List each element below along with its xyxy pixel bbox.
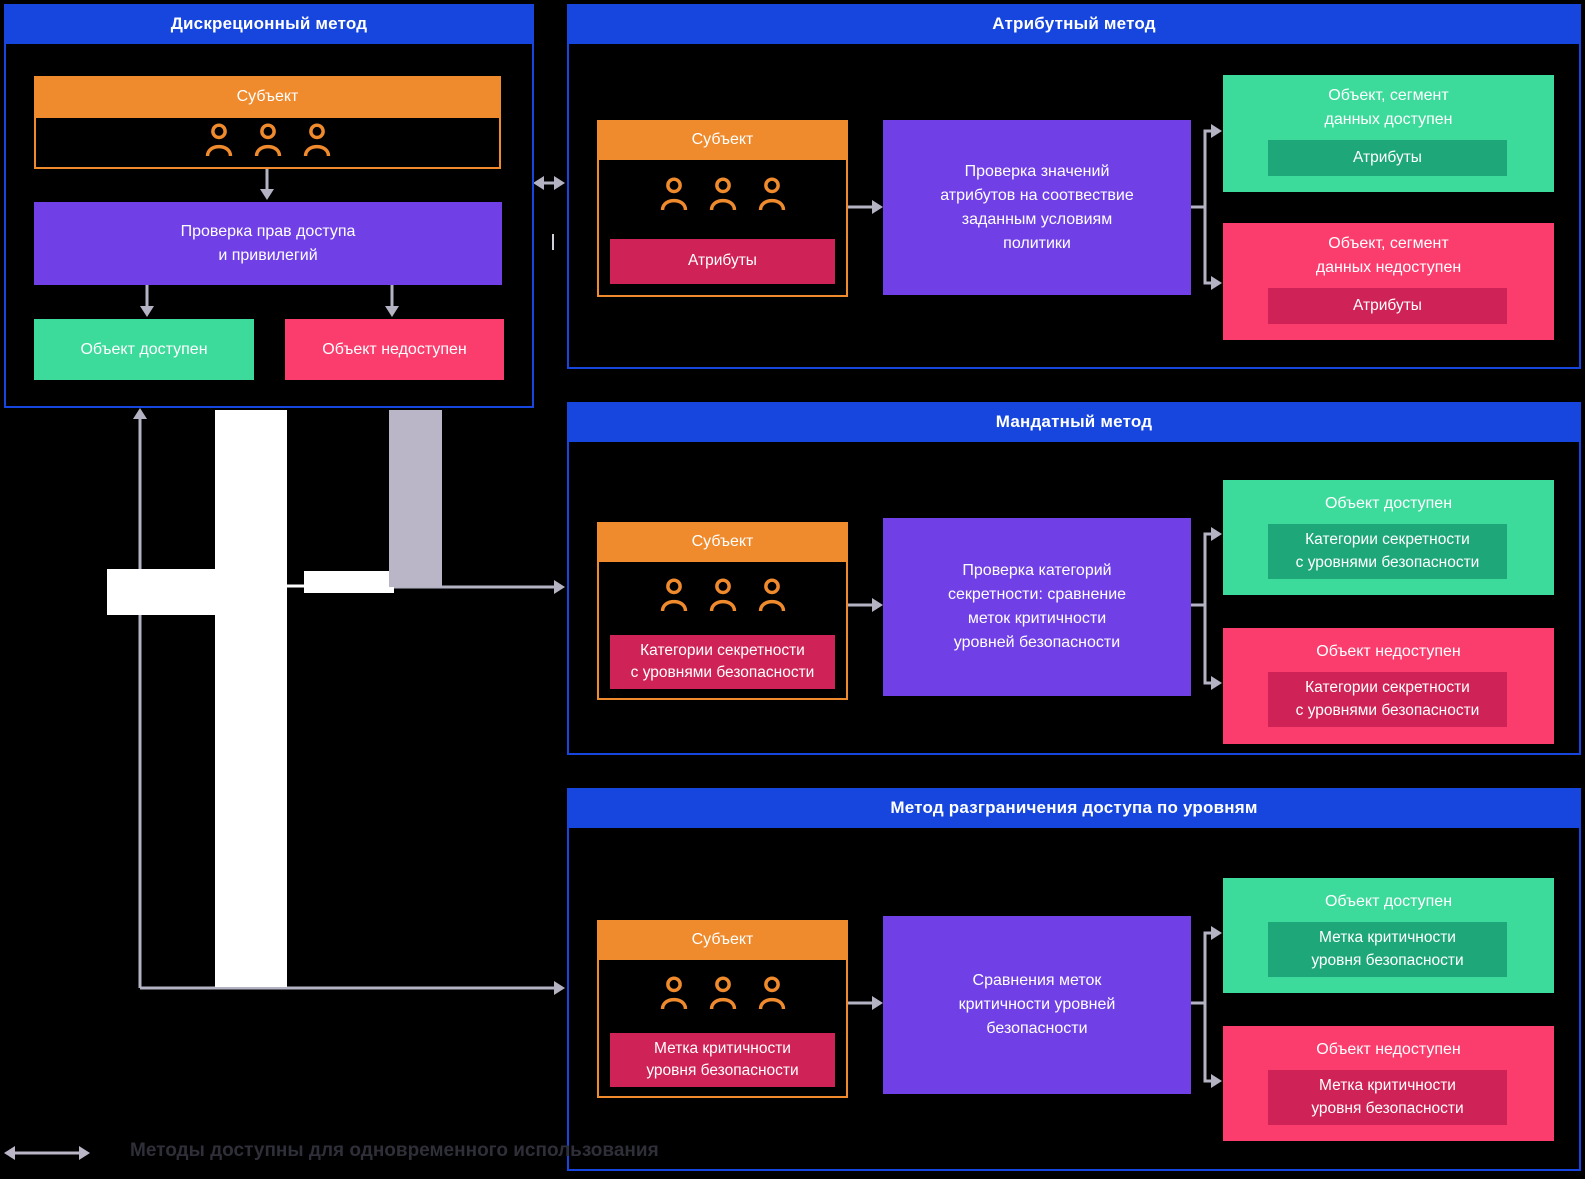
mandatory-allowed-label: Объект доступен [1324,495,1453,512]
discretionary-subject-label: Субъект [34,76,501,118]
attribute-subject-label: Субъект [597,120,848,160]
block-attribute: Атрибутный метод Субъект Атрибуты Провер… [567,4,1581,369]
users-group [599,975,846,1011]
attribute-allowed-label: Объект, сегмент данных доступен [1324,87,1453,128]
mandatory-subject-box: Субъект Категории секретности с уровнями… [597,522,848,700]
mandatory-subject-tag: Категории секретности с уровнями безопас… [610,635,835,689]
mandatory-denied-box: Объект недоступен Категории секретности … [1223,628,1554,744]
levels-denied-tag: Метка критичности уровня безопасности [1268,1070,1507,1125]
attribute-allowed-box: Объект, сегмент данных доступен Атрибуты [1223,75,1554,192]
levels-subject-label: Субъект [597,920,848,960]
person-icon [303,123,330,157]
discretionary-denied-box: Объект недоступен [285,319,504,380]
person-icon [205,123,232,157]
attribute-denied-tag: Атрибуты [1268,288,1507,324]
mandatory-denied-label: Объект недоступен [1316,643,1461,660]
levels-allowed-box: Объект доступен Метка критичности уровня… [1223,878,1554,993]
discretionary-check-box: Проверка прав доступа и привилегий [34,202,502,285]
person-icon [709,177,736,211]
person-icon [758,177,785,211]
person-icon [709,976,736,1010]
person-icon [758,578,785,612]
person-icon [254,123,281,157]
block-mandatory: Мандатный метод Субъект Категории секрет… [567,402,1581,755]
person-icon [758,976,785,1010]
discretionary-subject-box: Субъект [34,76,501,169]
levels-check-box: Сравнения меток критичности уровней безо… [883,916,1191,1094]
users-group [36,122,499,158]
levels-subject-tag: Метка критичности уровня безопасности [610,1033,835,1087]
mandatory-check-box: Проверка категорий секретности: сравнени… [883,518,1191,696]
users-group [599,176,846,212]
mandatory-subject-label: Субъект [597,522,848,562]
attribute-subject-box: Субъект Атрибуты [597,120,848,297]
levels-denied-label: Объект недоступен [1316,1041,1461,1058]
attribute-check-box: Проверка значений атрибутов на соотвеств… [883,120,1191,295]
attribute-denied-box: Объект, сегмент данных недоступен Атрибу… [1223,223,1554,340]
person-icon [660,578,687,612]
levels-subject-box: Субъект Метка критичности уровня безопас… [597,920,848,1098]
levels-allowed-tag: Метка критичности уровня безопасности [1268,922,1507,977]
block-attribute-title: Атрибутный метод [567,4,1581,44]
person-icon [709,578,736,612]
levels-allowed-label: Объект доступен [1324,893,1453,910]
person-icon [660,976,687,1010]
legend-label: Методы доступны для одновременного испол… [130,1140,659,1161]
discretionary-allowed-box: Объект доступен [34,319,254,380]
block-discretionary-title: Дискреционный метод [4,4,534,44]
block-discretionary: Дискреционный метод Субъект Проверка пра… [4,4,534,408]
mandatory-denied-tag: Категории секретности с уровнями безопас… [1268,672,1507,727]
users-group [599,577,846,613]
block-levels: Метод разграничения доступа по уровням С… [567,788,1581,1171]
block-mandatory-title: Мандатный метод [567,402,1581,442]
block-levels-title: Метод разграничения доступа по уровням [567,788,1581,828]
attribute-allowed-tag: Атрибуты [1268,140,1507,176]
attribute-subject-tag: Атрибуты [610,239,835,284]
mandatory-allowed-tag: Категории секретности с уровнями безопас… [1268,524,1507,579]
person-icon [660,177,687,211]
mandatory-allowed-box: Объект доступен Категории секретности с … [1223,480,1554,595]
attribute-denied-label: Объект, сегмент данных недоступен [1315,235,1462,276]
levels-denied-box: Объект недоступен Метка критичности уров… [1223,1026,1554,1141]
